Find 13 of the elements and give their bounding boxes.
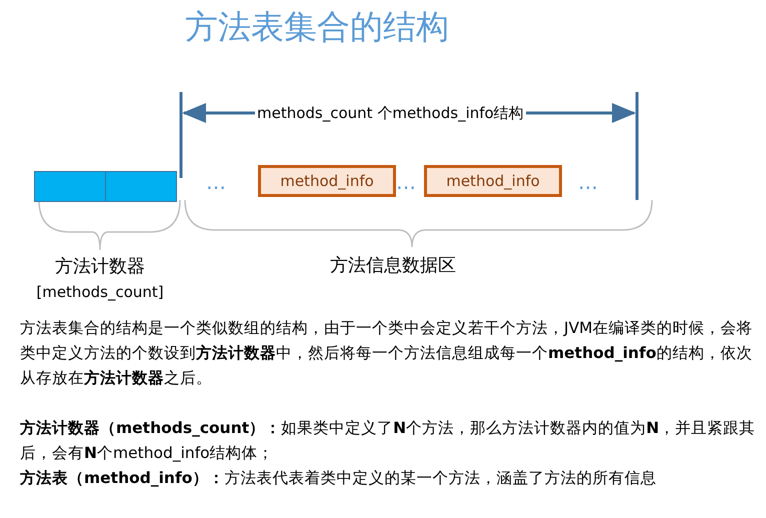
ellipsis: … [396,170,416,194]
paragraph: 方法表集合的结构是一个类似数组的结构，由于一个类中会定义若干个方法，JVM在编译类的时候，会将类中定义方法的个数设到方法计数器中，然后将每一个方法信息组成每一个method_info的结构，依次从存放在方法计数器之后。 [20,318,754,389]
counter-caption: [methods_count] [35,282,165,303]
ellipsis: … [578,170,598,194]
method-info-box: method_info [258,165,396,197]
counter-caption: 方法计数器 [54,255,146,279]
method-info-box: method_info [424,165,562,197]
paragraph: 方法表（method_info）：方法表代表着类中定义的某一个方法，涵盖了方法的所有信息 [20,468,658,489]
dimension-label: methods_count 个methods_info结构 [255,103,526,123]
area-caption: 方法信息数据区 [330,254,456,278]
title: 方法表集合的结构 [185,6,449,48]
ellipsis: … [206,170,226,194]
counter-bar [34,171,177,202]
